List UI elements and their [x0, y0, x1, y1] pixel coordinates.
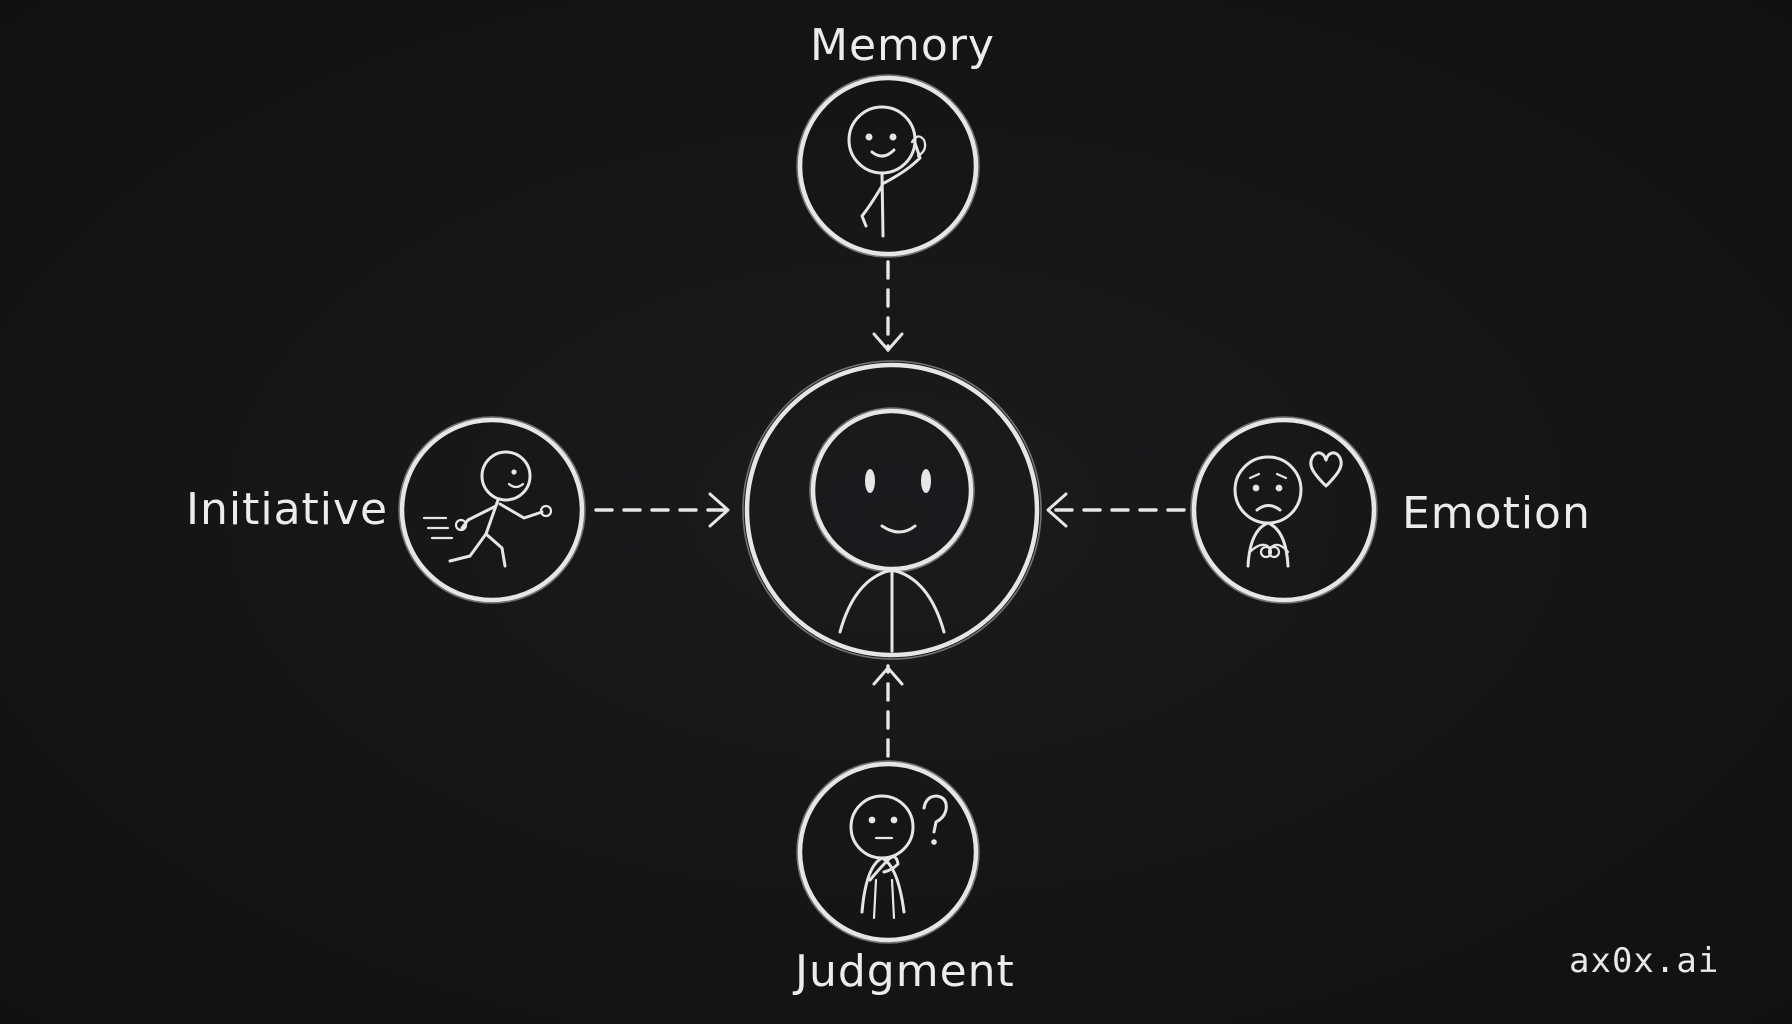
connector-judgment-to-center	[872, 664, 904, 758]
judgment-node	[796, 760, 980, 944]
judgment-label: Judgment	[795, 946, 1015, 997]
connector-emotion-to-center	[1046, 492, 1186, 528]
memory-node	[796, 74, 980, 258]
sad-face-heart-icon	[1233, 451, 1343, 568]
question-chin-icon	[849, 794, 948, 920]
connector-memory-to-center	[872, 260, 904, 352]
initiative-node	[398, 416, 586, 604]
initiative-label: Initiative	[186, 484, 389, 535]
running-person-icon	[422, 450, 553, 568]
emotion-label: Emotion	[1402, 488, 1591, 539]
smiling-person-icon	[809, 407, 975, 653]
brand-watermark: ax0x.ai	[1569, 941, 1720, 981]
emotion-node	[1190, 416, 1378, 604]
connector-initiative-to-center	[594, 492, 730, 528]
center-node	[742, 360, 1042, 660]
thinking-hand-head-icon	[847, 105, 927, 238]
memory-label: Memory	[810, 20, 995, 71]
